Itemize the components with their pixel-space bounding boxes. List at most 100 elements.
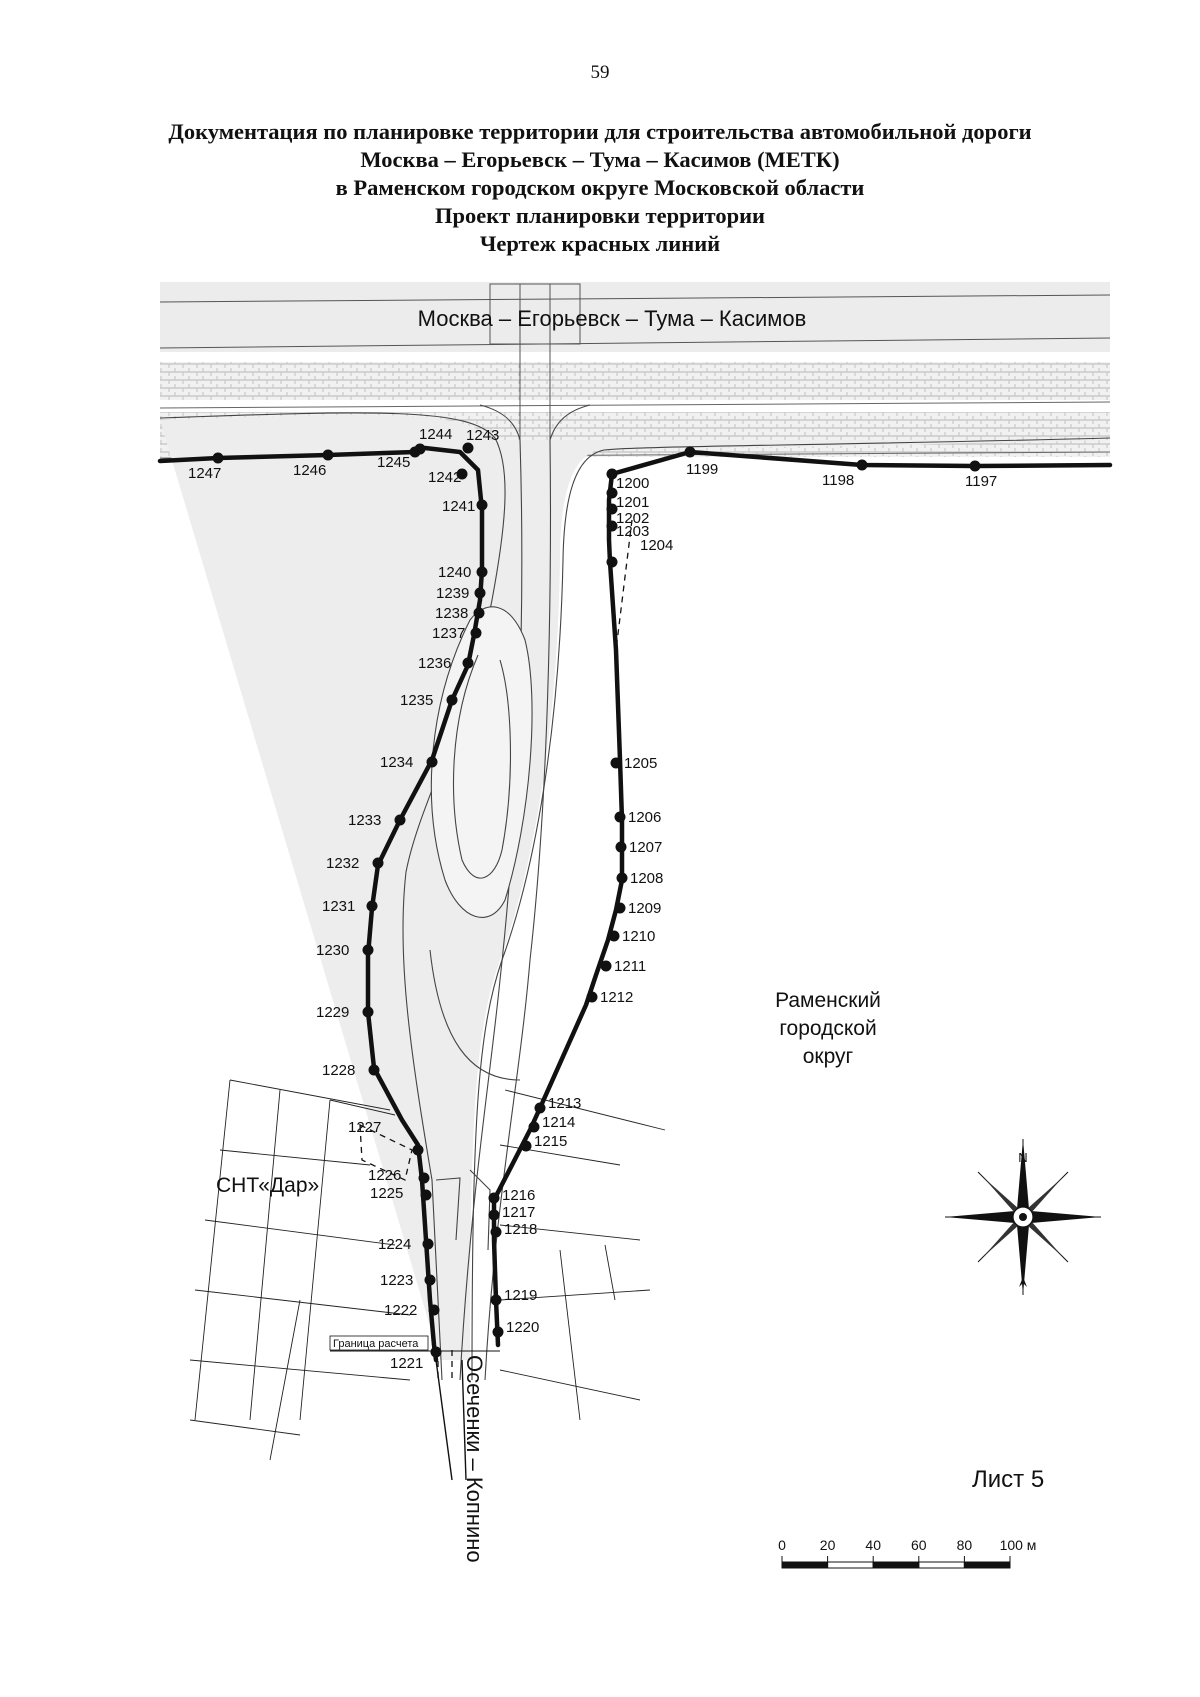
point-label-1224: 1224 — [378, 1236, 411, 1253]
point-marker-1203 — [606, 520, 618, 532]
point-marker-1201 — [606, 487, 618, 499]
point-label-1217: 1217 — [502, 1204, 535, 1221]
interchange-area — [159, 404, 1111, 1381]
point-marker-1199 — [684, 446, 696, 458]
point-label-1231: 1231 — [322, 898, 355, 915]
point-marker-1233 — [394, 814, 406, 826]
point-marker-1247 — [212, 452, 224, 464]
point-label-1204: 1204 — [640, 537, 673, 554]
point-label-1222: 1222 — [384, 1302, 417, 1319]
point-label-1228: 1228 — [322, 1062, 355, 1079]
point-marker-1244 — [414, 443, 426, 455]
point-label-1206: 1206 — [628, 809, 661, 826]
point-marker-1214 — [528, 1121, 540, 1133]
side-road-label: Осеченки – Копнино — [462, 1355, 487, 1563]
scale-segment — [827, 1561, 874, 1569]
point-label-1209: 1209 — [628, 900, 661, 917]
point-label-1230: 1230 — [316, 942, 349, 959]
title-line-2: Москва – Егорьевск – Тума – Касимов (МЕТ… — [360, 147, 840, 172]
point-label-1210: 1210 — [622, 928, 655, 945]
point-label-1200: 1200 — [616, 475, 649, 492]
point-label-1202: 1202 — [616, 510, 649, 527]
point-marker-1223 — [424, 1274, 436, 1286]
point-label-1223: 1223 — [380, 1272, 413, 1289]
scale-tick-label: 100 м — [1000, 1537, 1037, 1553]
point-label-1221: 1221 — [390, 1355, 423, 1372]
point-label-1218: 1218 — [504, 1221, 537, 1238]
point-marker-1200 — [606, 468, 618, 480]
title-line-4: Проект планировки территории — [434, 203, 766, 228]
point-marker-1204 — [606, 556, 618, 568]
side-road — [435, 1359, 467, 1481]
point-marker-1210 — [608, 930, 620, 942]
point-label-1198: 1198 — [822, 472, 854, 489]
point-marker-1225 — [420, 1189, 432, 1201]
point-label-1213: 1213 — [548, 1095, 581, 1112]
point-marker-1216 — [488, 1192, 500, 1204]
compass-north-label: N — [1018, 1150, 1027, 1165]
point-marker-1206 — [614, 811, 626, 823]
point-marker-1228 — [368, 1064, 380, 1076]
district-line-2: городской — [779, 1017, 876, 1040]
point-label-1201: 1201 — [616, 494, 649, 511]
point-marker-1221 — [430, 1346, 442, 1358]
point-marker-1229 — [362, 1006, 374, 1018]
document-title: Документация по планировке территории дл… — [0, 118, 1200, 258]
sheet-label: Лист 5 — [972, 1466, 1044, 1493]
point-marker-1208 — [616, 872, 628, 884]
point-marker-1243 — [462, 442, 474, 454]
point-marker-1234 — [426, 756, 438, 768]
point-marker-1235 — [446, 694, 458, 706]
point-label-1236: 1236 — [418, 655, 451, 672]
point-marker-1220 — [492, 1326, 504, 1338]
point-marker-1240 — [476, 566, 488, 578]
scale-tick-label: 0 — [778, 1537, 786, 1553]
point-marker-1241 — [476, 499, 488, 511]
point-label-1243: 1243 — [466, 427, 499, 444]
point-label-1240: 1240 — [438, 564, 471, 581]
page-number: 59 — [590, 62, 610, 83]
point-marker-1246 — [322, 449, 334, 461]
point-label-1226: 1226 — [368, 1167, 401, 1184]
compass-rose-icon — [945, 1139, 1101, 1295]
point-marker-1231 — [366, 900, 378, 912]
point-marker-1212 — [586, 991, 598, 1003]
point-label-1232: 1232 — [326, 855, 359, 872]
scale-tick-label: 80 — [957, 1537, 973, 1553]
point-marker-1198 — [856, 459, 868, 471]
point-marker-1222 — [428, 1304, 440, 1316]
point-label-1233: 1233 — [348, 812, 381, 829]
title-line-1: Документация по планировке территории дл… — [168, 119, 1032, 144]
scale-segment — [781, 1561, 829, 1569]
point-marker-1217 — [488, 1209, 500, 1221]
title-line-5: Чертеж красных линий — [479, 231, 721, 256]
point-label-1235: 1235 — [400, 692, 433, 709]
point-marker-1202 — [606, 503, 618, 515]
point-label-1241: 1241 — [442, 498, 475, 515]
point-marker-1209 — [614, 902, 626, 914]
point-label-1207: 1207 — [629, 839, 662, 856]
point-marker-1197 — [969, 460, 981, 472]
scale-tick-label: 40 — [865, 1537, 881, 1553]
point-label-1229: 1229 — [316, 1004, 349, 1021]
scale-segment — [963, 1561, 1011, 1569]
point-marker-1226 — [418, 1172, 430, 1184]
point-marker-1230 — [362, 944, 374, 956]
boundary-label-box — [329, 1335, 429, 1351]
scale-segment — [872, 1561, 920, 1569]
point-marker-1224 — [422, 1238, 434, 1250]
scale-tick-label: 20 — [820, 1537, 836, 1553]
point-label-1247: 1247 — [188, 465, 221, 482]
point-label-1205: 1205 — [624, 755, 657, 772]
point-marker-1242 — [456, 468, 468, 480]
point-marker-1218 — [490, 1226, 502, 1238]
point-label-1215: 1215 — [534, 1133, 567, 1150]
point-label-1199: 1199 — [686, 461, 718, 478]
point-label-1242: 1242 — [428, 469, 461, 486]
point-label-1239: 1239 — [436, 585, 469, 602]
boundary-label: Граница расчета — [333, 1338, 419, 1350]
point-label-1220: 1220 — [506, 1319, 539, 1336]
point-marker-1215 — [520, 1140, 532, 1152]
